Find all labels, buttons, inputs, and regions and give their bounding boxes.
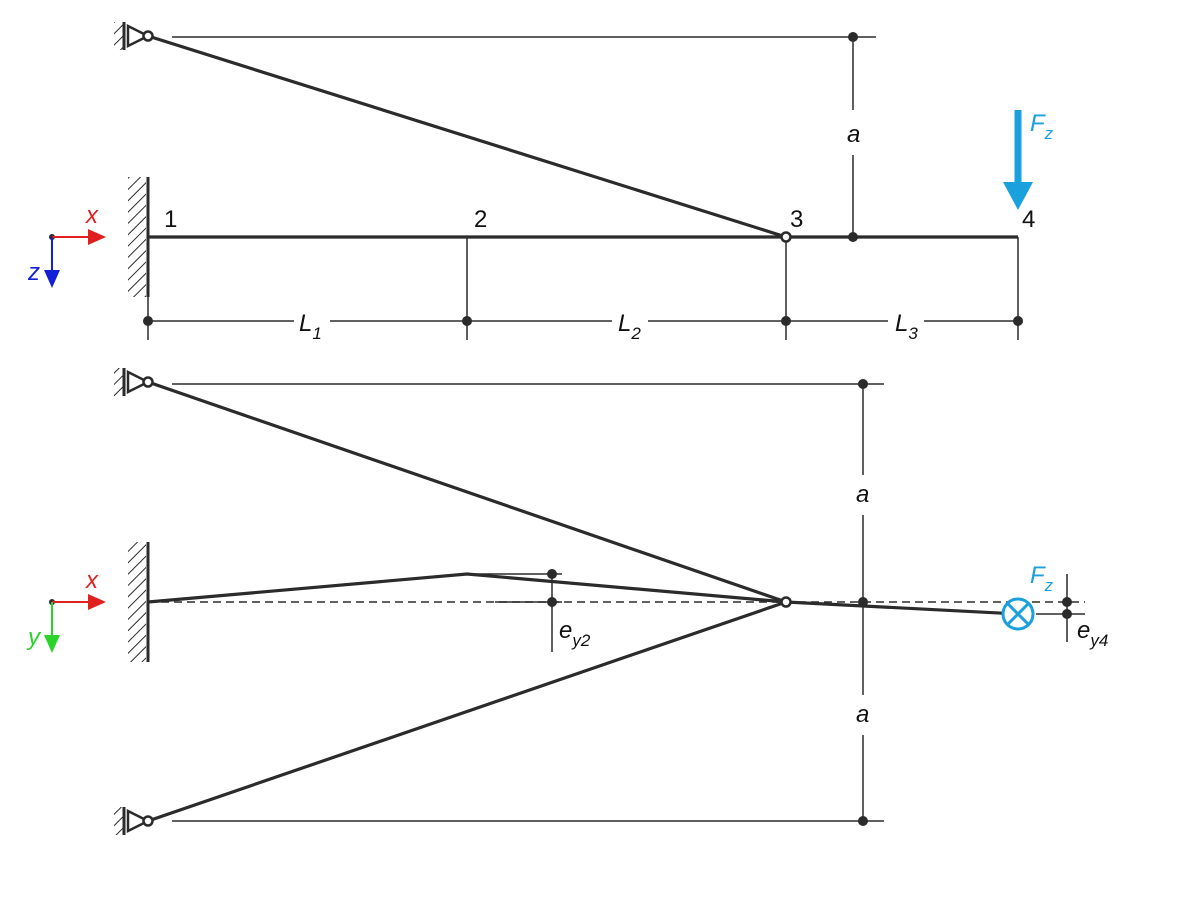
dimension-a-label: a — [847, 121, 860, 148]
axis-z-label: z — [27, 259, 40, 286]
top-view: a 1 2 3 4 L1 L2 L3 Fz — [27, 22, 1054, 343]
fixed-wall-support-icon — [128, 177, 150, 297]
axis-x-label: x — [85, 202, 99, 229]
axis-arrow-icon — [44, 270, 60, 288]
span-dimensions: L1 L2 L3 — [143, 310, 1023, 343]
axis-arrow-icon — [88, 229, 106, 245]
beam-plan — [147, 572, 1019, 616]
span-label-L1: L1 — [299, 310, 322, 343]
stay-cable-upper — [147, 380, 787, 604]
dimension-ey4: ey4 — [1036, 574, 1108, 650]
axis-triad-xz: x z — [27, 202, 106, 288]
axis-arrow-icon — [44, 635, 60, 653]
bottom-view: a a ey2 ey4 Fz — [26, 368, 1108, 835]
pin-support-icon — [114, 807, 154, 835]
node-label-1: 1 — [164, 206, 177, 233]
force-arrow-icon: Fz — [1003, 110, 1054, 210]
hinge-icon — [780, 596, 792, 608]
span-label-L3: L3 — [895, 310, 918, 343]
dimension-a-bottom: a a — [172, 379, 884, 826]
dimension-a-top: a — [172, 32, 876, 242]
fixed-wall-support-icon — [128, 542, 150, 662]
span-label-L2: L2 — [618, 310, 641, 343]
node-label-2: 2 — [474, 206, 487, 233]
ey4-label: ey4 — [1077, 617, 1108, 650]
axis-arrow-icon — [88, 594, 106, 610]
dimension-a-label-upper: a — [856, 481, 869, 508]
axis-triad-xy: x y — [26, 567, 106, 653]
node-label-4: 4 — [1022, 206, 1035, 233]
node-label-3: 3 — [790, 206, 803, 233]
force-into-page-icon: Fz — [1001, 562, 1054, 631]
pin-support-icon — [114, 368, 154, 396]
axis-x-label: x — [85, 567, 99, 594]
pin-support-icon — [114, 22, 154, 50]
stay-cable — [147, 34, 787, 239]
ey2-label: ey2 — [559, 617, 591, 650]
dimension-ey2: ey2 — [467, 569, 591, 652]
hinge-icon — [780, 231, 792, 243]
axis-y-label: y — [26, 624, 42, 651]
stay-cable-lower — [147, 600, 787, 823]
dimension-a-label-lower: a — [856, 701, 869, 728]
force-label: Fz — [1030, 110, 1054, 143]
force-label-bottom: Fz — [1030, 562, 1054, 595]
